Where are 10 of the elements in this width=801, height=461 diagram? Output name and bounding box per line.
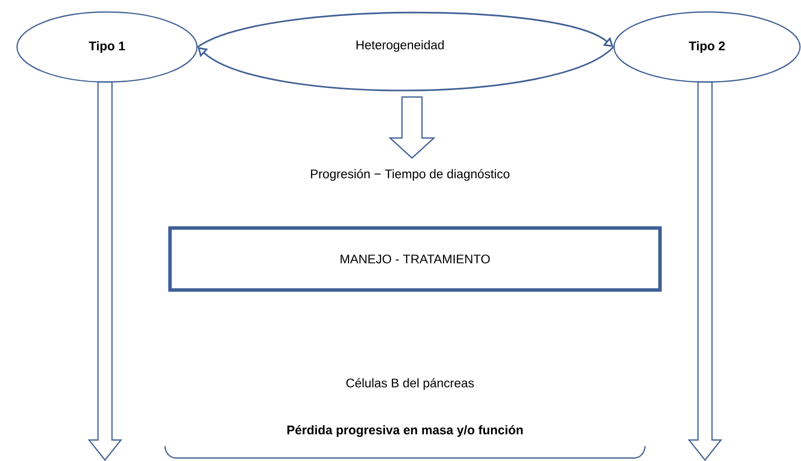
process-box: MANEJO - TRATAMIENTO	[168, 226, 662, 292]
caption-text: Progresión − Tiempo de diagnóstico	[311, 169, 510, 181]
block-arrow	[388, 96, 436, 159]
caption-text: Pérdida progresiva en masa y/o función	[287, 425, 523, 437]
caption-text: Heterogeneidad	[356, 40, 444, 52]
block-arrow	[88, 81, 122, 461]
caption-text: Células B del páncreas	[346, 378, 474, 390]
block-arrow	[688, 81, 722, 461]
curved-arrow	[197, 12, 614, 48]
curved-arrow	[198, 46, 614, 92]
